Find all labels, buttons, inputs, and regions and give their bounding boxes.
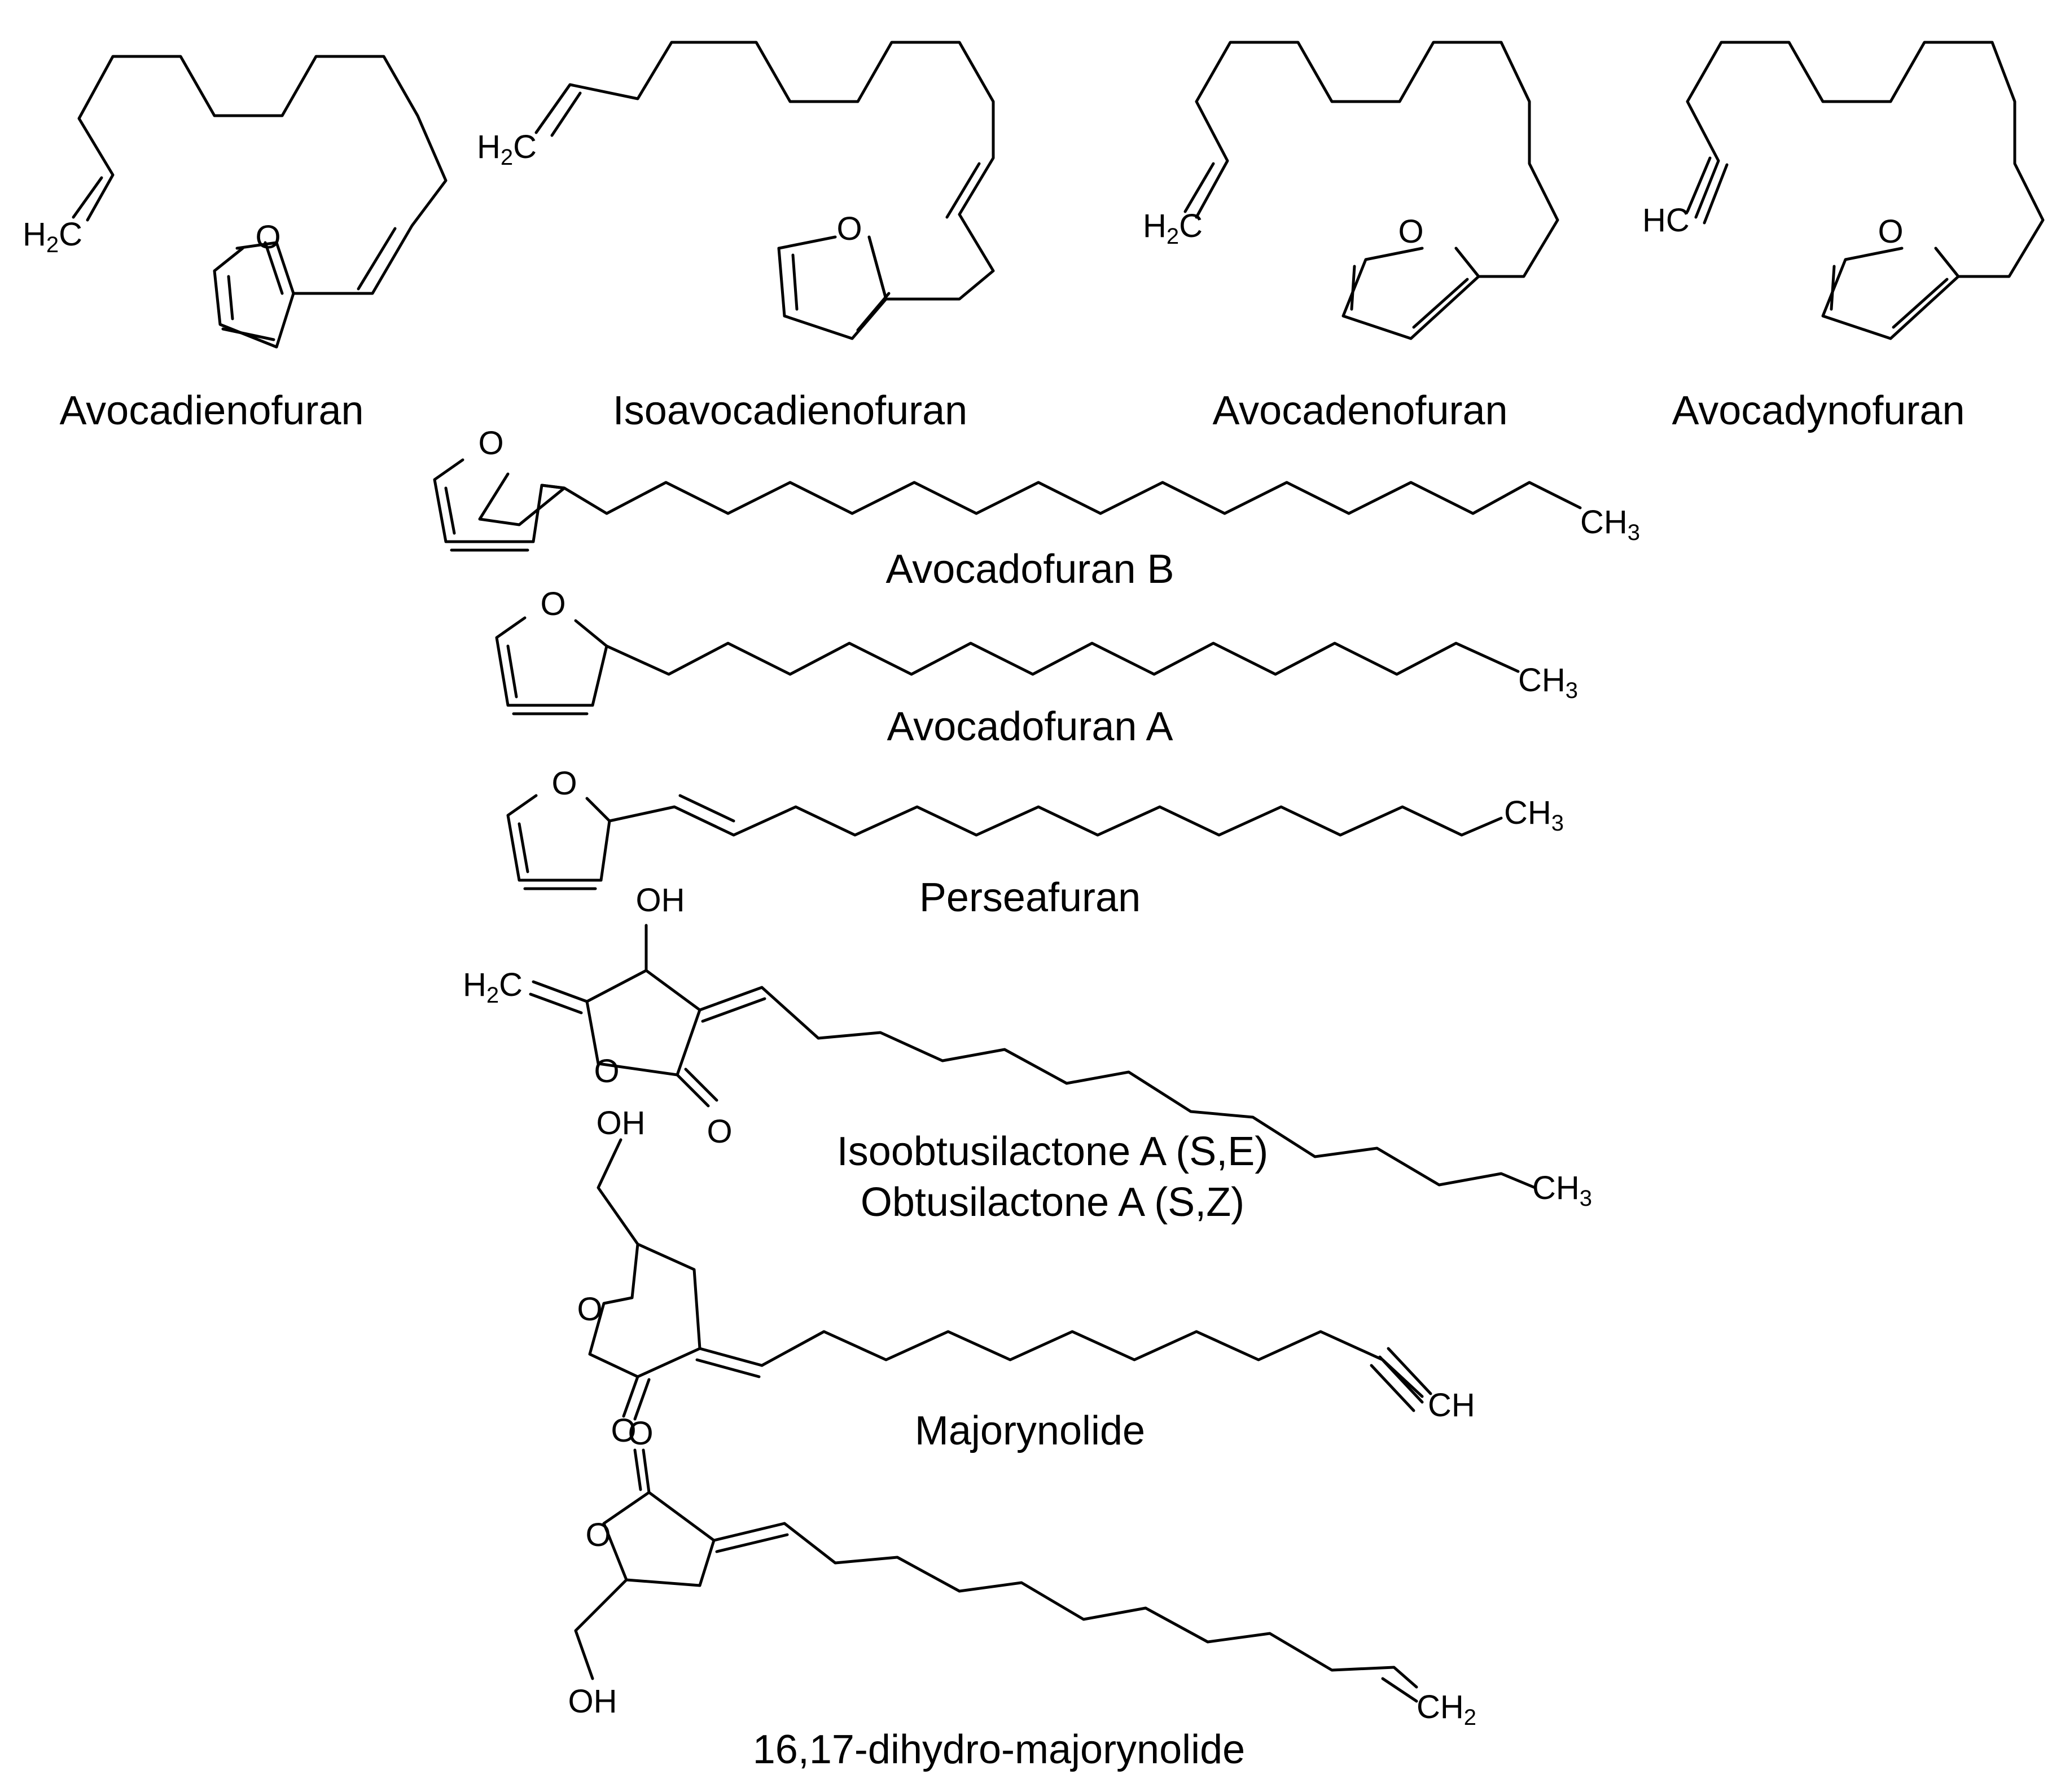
compound-alt-name: Obtusilactone A (S,Z) [861, 1180, 1244, 1225]
structure-avocadynofuran: O HC Avocadynofuran [1642, 41, 2045, 433]
ring-oxygen-label: O [577, 1291, 602, 1328]
compound-name: Avocadienofuran [59, 388, 363, 433]
ch2-label: CH2 [1417, 1689, 1476, 1730]
oxygen-label: O [255, 219, 280, 256]
compound-name: Avocadenofuran [1212, 388, 1507, 433]
structure-isoobtusilactone-a: OH O O H2C CH3 Isoobtusilactone A (S,E) … [463, 882, 1592, 1225]
oxygen-label: O [478, 425, 503, 462]
carbonyl-oxygen-label: O [628, 1415, 653, 1452]
structure-isoavocadienofuran: O H2C Isoavocadienofuran [477, 41, 995, 433]
compound-name: Avocadofuran A [887, 704, 1173, 749]
structure-avocadienofuran: O H2C Avocadienofuran [23, 55, 448, 433]
structure-avocadofuran-b: O CH3 Avocadofuran B [433, 425, 1640, 592]
structure-avocadofuran-a: O CH3 Avocadofuran A [495, 586, 1578, 749]
structure-majorynolide: OH O O CH Majorynolide [577, 1105, 1475, 1453]
compound-name: Avocadynofuran [1672, 388, 1965, 433]
compound-name: Isoobtusilactone A (S,E) [837, 1129, 1268, 1174]
structure-perseafuran: O CH3 Perseafuran [506, 765, 1564, 920]
oxygen-label: O [1398, 213, 1423, 250]
hydroxyl-label: OH [597, 1105, 646, 1141]
hydroxyl-label: OH [568, 1683, 617, 1720]
ring-oxygen-label: O [585, 1517, 611, 1553]
ch3-label: CH3 [1504, 794, 1564, 836]
compound-name: Avocadofuran B [885, 547, 1174, 592]
ring-oxygen-label: O [594, 1053, 619, 1090]
oxygen-label: O [1878, 213, 1903, 250]
ch3-label: CH3 [1580, 504, 1640, 545]
ch2-label: H2C [463, 967, 523, 1008]
compound-name: Perseafuran [919, 875, 1141, 920]
ch3-label: CH3 [1518, 662, 1578, 703]
compound-name: 16,17-dihydro-majorynolide [753, 1727, 1245, 1772]
oxygen-label: O [836, 210, 862, 247]
carbonyl-oxygen-label: O [707, 1113, 732, 1150]
ch3-label: CH3 [1532, 1170, 1592, 1211]
oxygen-label: O [540, 586, 565, 622]
structure-dihydro-majorynolide: O O OH CH2 16,17-dihydro-majorynolide [568, 1415, 1477, 1772]
compound-name: Isoavocadienofuran [613, 388, 967, 433]
hydroxyl-label: OH [636, 882, 685, 919]
oxygen-label: O [551, 765, 577, 802]
ch-label: CH [1428, 1387, 1475, 1424]
ch2-label: H2C [477, 129, 537, 170]
carbonyl-oxygen-label: O [611, 1412, 636, 1449]
ch2-label: H2C [23, 216, 82, 257]
structure-avocadenofuran: O H2C Avocadenofuran [1143, 41, 1559, 433]
compound-name: Majorynolide [915, 1408, 1145, 1453]
hc-label: HC [1642, 202, 1690, 239]
ch2-label: H2C [1143, 208, 1203, 249]
